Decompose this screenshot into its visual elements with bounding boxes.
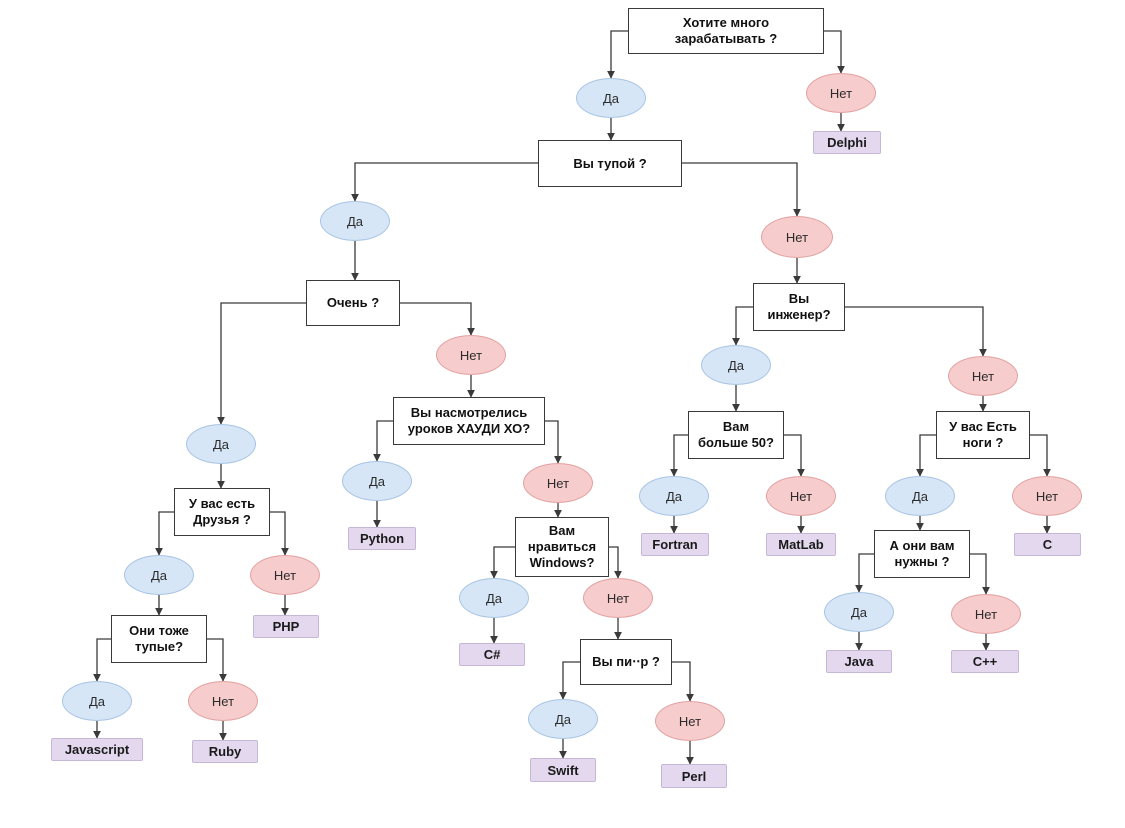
answer-friends-no: Нет [250, 555, 320, 595]
question-have-legs: У вас Есть ноги ? [936, 411, 1030, 459]
answer-needed-yes: Да [824, 592, 894, 632]
language-java: Java [826, 650, 892, 673]
connector-arrow [609, 546, 622, 579]
question-also-dumb: Они тоже тупые? [111, 615, 207, 663]
language-python: Python [348, 527, 416, 550]
connector-arrow [217, 302, 306, 425]
language-matlab: MatLab [766, 533, 836, 556]
answer-legs-yes: Да [885, 476, 955, 516]
answer-engineer-yes: Да [701, 345, 771, 385]
language-php: PHP [253, 615, 319, 638]
connector-arrow [559, 661, 580, 700]
answer-haudi-yes: Да [342, 461, 412, 501]
answer-p-yes: Да [528, 699, 598, 739]
language-fortran: Fortran [641, 533, 709, 556]
question-have-friends: У вас есть Друзья ? [174, 488, 270, 536]
language-cpp: C++ [951, 650, 1019, 673]
answer-over-50-yes: Да [639, 476, 709, 516]
connector-arrow [93, 638, 111, 682]
connector-arrow [672, 661, 694, 702]
connector-arrow [855, 553, 874, 593]
question-engineer: Вы инженер? [753, 283, 845, 331]
connector-arrow [916, 434, 936, 477]
answer-engineer-no: Нет [948, 356, 1018, 396]
answer-dumb-no: Нет [761, 216, 833, 258]
connector-arrow [155, 511, 174, 556]
answer-legs-no: Нет [1012, 476, 1082, 516]
language-delphi: Delphi [813, 131, 881, 154]
connector-arrow [1030, 434, 1051, 477]
question-watched-haudi-ho: Вы насмотрелись уроков ХАУДИ ХО? [393, 397, 545, 445]
connector-arrow [490, 546, 515, 579]
answer-friends-yes: Да [124, 555, 194, 595]
connector-arrow [845, 306, 987, 357]
connector-arrow [207, 638, 227, 682]
answer-windows-yes: Да [459, 578, 529, 618]
answer-over-50-no: Нет [766, 476, 836, 516]
question-are-you-p: Вы пи‧‧р ? [580, 639, 672, 685]
language-perl: Perl [661, 764, 727, 788]
connector-arrow [824, 30, 845, 74]
language-swift: Swift [530, 758, 596, 782]
question-very: Очень ? [306, 280, 400, 326]
connector-arrow [545, 420, 562, 464]
answer-also-dumb-yes: Да [62, 681, 132, 721]
connector-arrow [351, 162, 538, 202]
language-c: C [1014, 533, 1081, 556]
connector-arrow [670, 434, 688, 477]
answer-haudi-no: Нет [523, 463, 593, 503]
answer-p-no: Нет [655, 701, 725, 741]
answer-earn-no: Нет [806, 73, 876, 113]
answer-also-dumb-no: Нет [188, 681, 258, 721]
connector-arrow [732, 306, 753, 346]
language-csharp: C# [459, 643, 525, 666]
connector-arrow [400, 302, 475, 336]
answer-needed-no: Нет [951, 594, 1021, 634]
question-like-windows: Вам нравиться Windows? [515, 517, 609, 577]
connector-arrow [682, 162, 801, 217]
connector-arrow [270, 511, 289, 556]
question-earn-a-lot: Хотите много зарабатывать ? [628, 8, 824, 54]
connector-arrow [607, 30, 628, 79]
language-javascript: Javascript [51, 738, 143, 761]
question-are-you-dumb: Вы тупой ? [538, 140, 682, 187]
question-over-50: Вам больше 50? [688, 411, 784, 459]
answer-windows-no: Нет [583, 578, 653, 618]
connector-arrow [373, 420, 393, 462]
connector-arrow [784, 434, 805, 477]
answer-earn-yes: Да [576, 78, 646, 118]
answer-very-no: Нет [436, 335, 506, 375]
question-do-you-need-them: А они вам нужны ? [874, 530, 970, 578]
language-ruby: Ruby [192, 740, 258, 763]
connector-arrow [970, 553, 990, 595]
answer-dumb-yes: Да [320, 201, 390, 241]
answer-very-yes: Да [186, 424, 256, 464]
